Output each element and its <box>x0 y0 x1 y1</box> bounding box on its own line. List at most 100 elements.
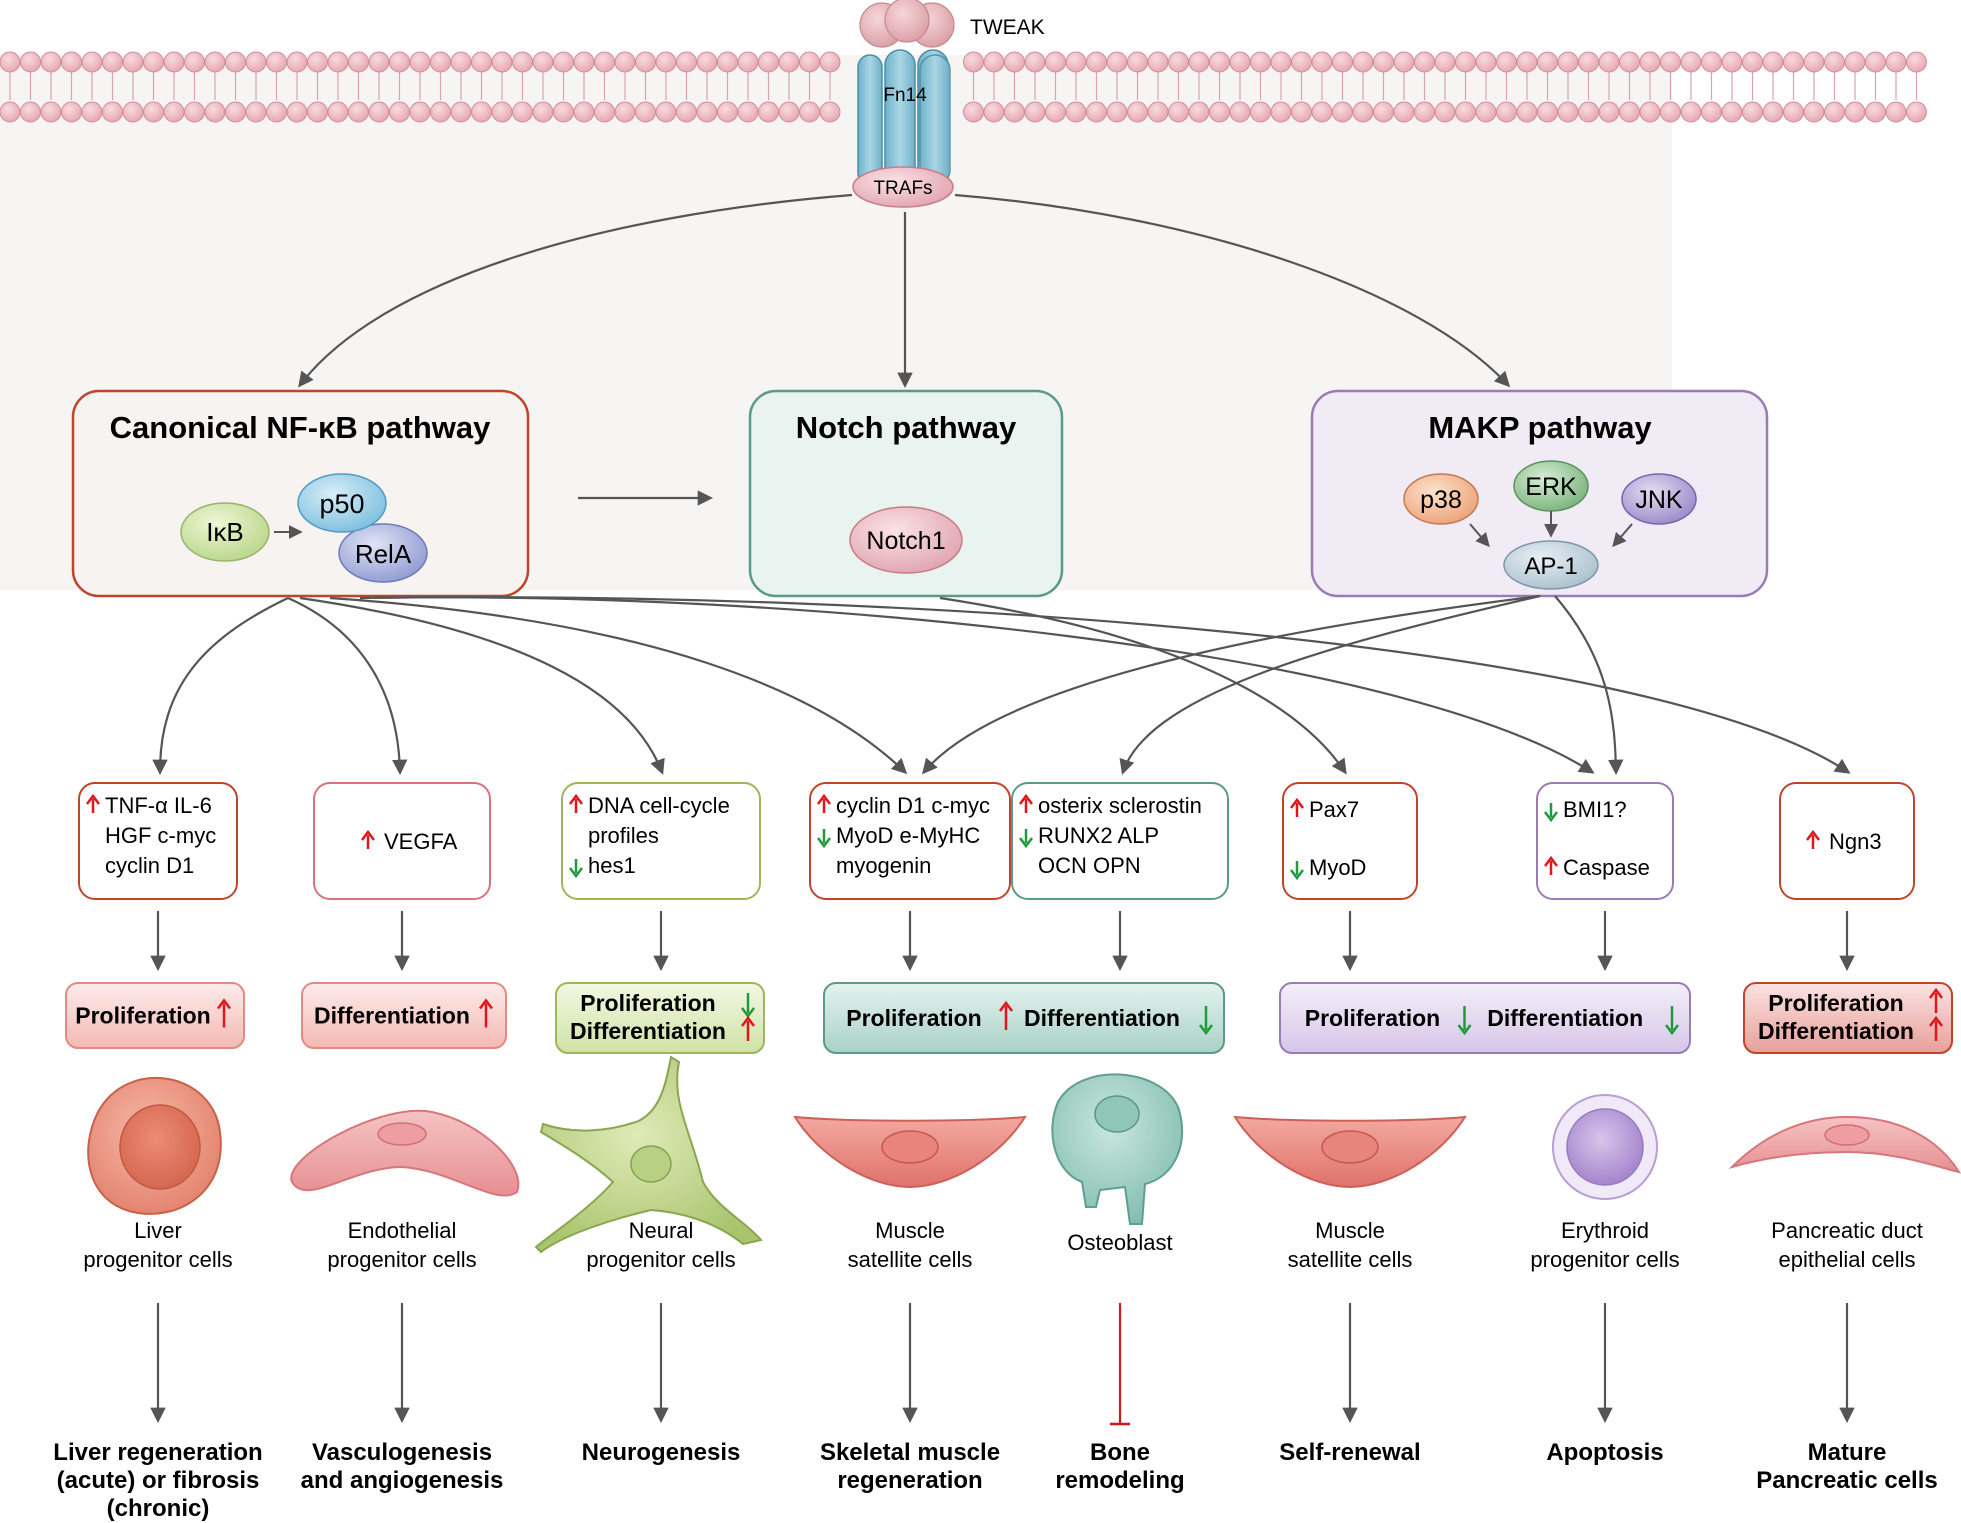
cell-type-label: progenitor cells <box>1530 1247 1679 1272</box>
up-effect-icon <box>1929 987 1943 1013</box>
cell-membrane <box>0 51 1927 123</box>
target-genes-box <box>1282 782 1418 900</box>
effect-label: Proliferation <box>846 1005 981 1031</box>
cell-type-label: Neural <box>629 1218 694 1243</box>
target-gene-text: hes1 <box>588 853 636 878</box>
erk-label: ERK <box>1525 473 1577 501</box>
up-regulation-icon <box>86 793 100 813</box>
up-effect-icon <box>1929 1015 1943 1041</box>
notch-title: Notch pathway <box>796 410 1017 445</box>
target-genes-box <box>313 782 491 900</box>
down-regulation-icon <box>817 829 831 849</box>
target-gene-text: TNF-α IL-6 <box>105 793 212 818</box>
target-gene-text: profiles <box>588 823 659 848</box>
outcome-label: Vasculogenesis <box>312 1439 492 1466</box>
outcome-label: Neurogenesis <box>582 1439 741 1466</box>
cell-type-label: epithelial cells <box>1779 1247 1916 1272</box>
outcome-label: Apoptosis <box>1546 1439 1663 1466</box>
cell-type-label: progenitor cells <box>327 1247 476 1272</box>
down-regulation-icon <box>1290 861 1304 881</box>
target-gene-text: MyoD <box>1309 855 1366 880</box>
jnk-label: JNK <box>1635 486 1683 514</box>
outcome-label: remodeling <box>1055 1467 1184 1494</box>
nfkb-pathway-box: Canonical NF-κB pathway IκB RelA p50 <box>71 389 530 598</box>
target-gene-text: DNA cell-cycle <box>588 793 730 818</box>
target-genes-box <box>809 782 1011 900</box>
effect-bar-endothelial: Differentiation <box>301 982 507 1049</box>
effect-bar-muscle-osteoblast: Proliferation Differentiation <box>823 982 1225 1054</box>
up-regulation-icon <box>817 793 831 813</box>
effect-label: Differentiation <box>314 1003 470 1029</box>
notch1-label: Notch1 <box>866 527 945 555</box>
effect-bar-liver: Proliferation <box>65 982 245 1049</box>
effect-label: Proliferation <box>1768 990 1903 1016</box>
muscle-satellite-cell-icon <box>1233 1115 1467 1189</box>
fn14-receptor <box>857 49 951 191</box>
outcome-label: Pancreatic cells <box>1756 1467 1937 1494</box>
up-regulation-icon <box>569 793 583 813</box>
target-gene-text: HGF c-myc <box>105 823 216 848</box>
neural-progenitor-cell-icon <box>534 1055 763 1254</box>
up-effect-icon <box>999 1000 1013 1030</box>
cell-type-label: Liver <box>134 1218 182 1243</box>
cell-type-label: satellite cells <box>848 1247 973 1272</box>
outcome-label: Bone <box>1090 1439 1150 1466</box>
tweak-label: TWEAK <box>970 16 1045 39</box>
ikb-node <box>180 502 270 562</box>
up-effect-icon <box>479 998 493 1028</box>
target-gene-text: Ngn3 <box>1829 829 1882 854</box>
p38-node <box>1403 473 1479 525</box>
cell-type-label: Muscle <box>875 1218 945 1243</box>
outcome-label: Liver regeneration <box>53 1439 262 1466</box>
makp-title: MAKP pathway <box>1428 410 1652 445</box>
target-genes-box <box>78 782 238 900</box>
up-regulation-icon <box>1806 829 1820 849</box>
outcome-label: and angiogenesis <box>301 1467 504 1494</box>
target-gene-text: OCN OPN <box>1038 853 1141 878</box>
muscle-satellite-cell-icon <box>793 1115 1027 1189</box>
cell-type-label: Osteoblast <box>1067 1230 1172 1255</box>
p50-node <box>297 473 387 533</box>
target-gene-text: BMI1? <box>1563 797 1627 822</box>
osteoblast-cell-icon <box>1051 1073 1184 1225</box>
target-genes-box <box>561 782 761 900</box>
target-genes-box <box>1536 782 1674 900</box>
ap1-label: AP-1 <box>1524 553 1577 580</box>
fn14-label: Fn14 <box>883 85 927 106</box>
target-gene-text: Pax7 <box>1309 797 1359 822</box>
down-regulation-icon <box>569 859 583 879</box>
up-regulation-icon <box>1544 855 1558 875</box>
ikb-label: IκB <box>206 517 244 547</box>
down-effect-icon <box>1457 1006 1472 1036</box>
target-gene-text: RUNX2 ALP <box>1038 823 1159 848</box>
effect-label: Differentiation <box>1024 1005 1180 1031</box>
up-regulation-icon <box>1290 797 1304 817</box>
down-effect-icon <box>1199 1006 1213 1036</box>
outcome-label: Self-renewal <box>1279 1439 1420 1466</box>
tweak-ligand <box>859 0 955 48</box>
cell-type-label: Muscle <box>1315 1218 1385 1243</box>
effect-label: Proliferation <box>580 990 715 1016</box>
cell-type-label: Endothelial <box>348 1218 457 1243</box>
p50-label: p50 <box>319 489 364 519</box>
up-regulation-icon <box>1019 793 1033 813</box>
p38-label: p38 <box>1420 486 1462 514</box>
cell-type-label: progenitor cells <box>586 1247 735 1272</box>
target-gene-text: cyclin D1 <box>105 853 194 878</box>
up-regulation-icon <box>361 829 375 849</box>
outcome-label: Mature <box>1808 1439 1887 1466</box>
jnk-node <box>1621 473 1697 525</box>
effect-label: Proliferation <box>75 1003 210 1029</box>
liver-progenitor-cell-icon <box>87 1077 222 1215</box>
effect-label: Differentiation <box>1487 1005 1643 1031</box>
notch-pathway-box: Notch pathway Notch1 <box>748 389 1064 598</box>
down-effect-icon <box>1665 1006 1679 1036</box>
